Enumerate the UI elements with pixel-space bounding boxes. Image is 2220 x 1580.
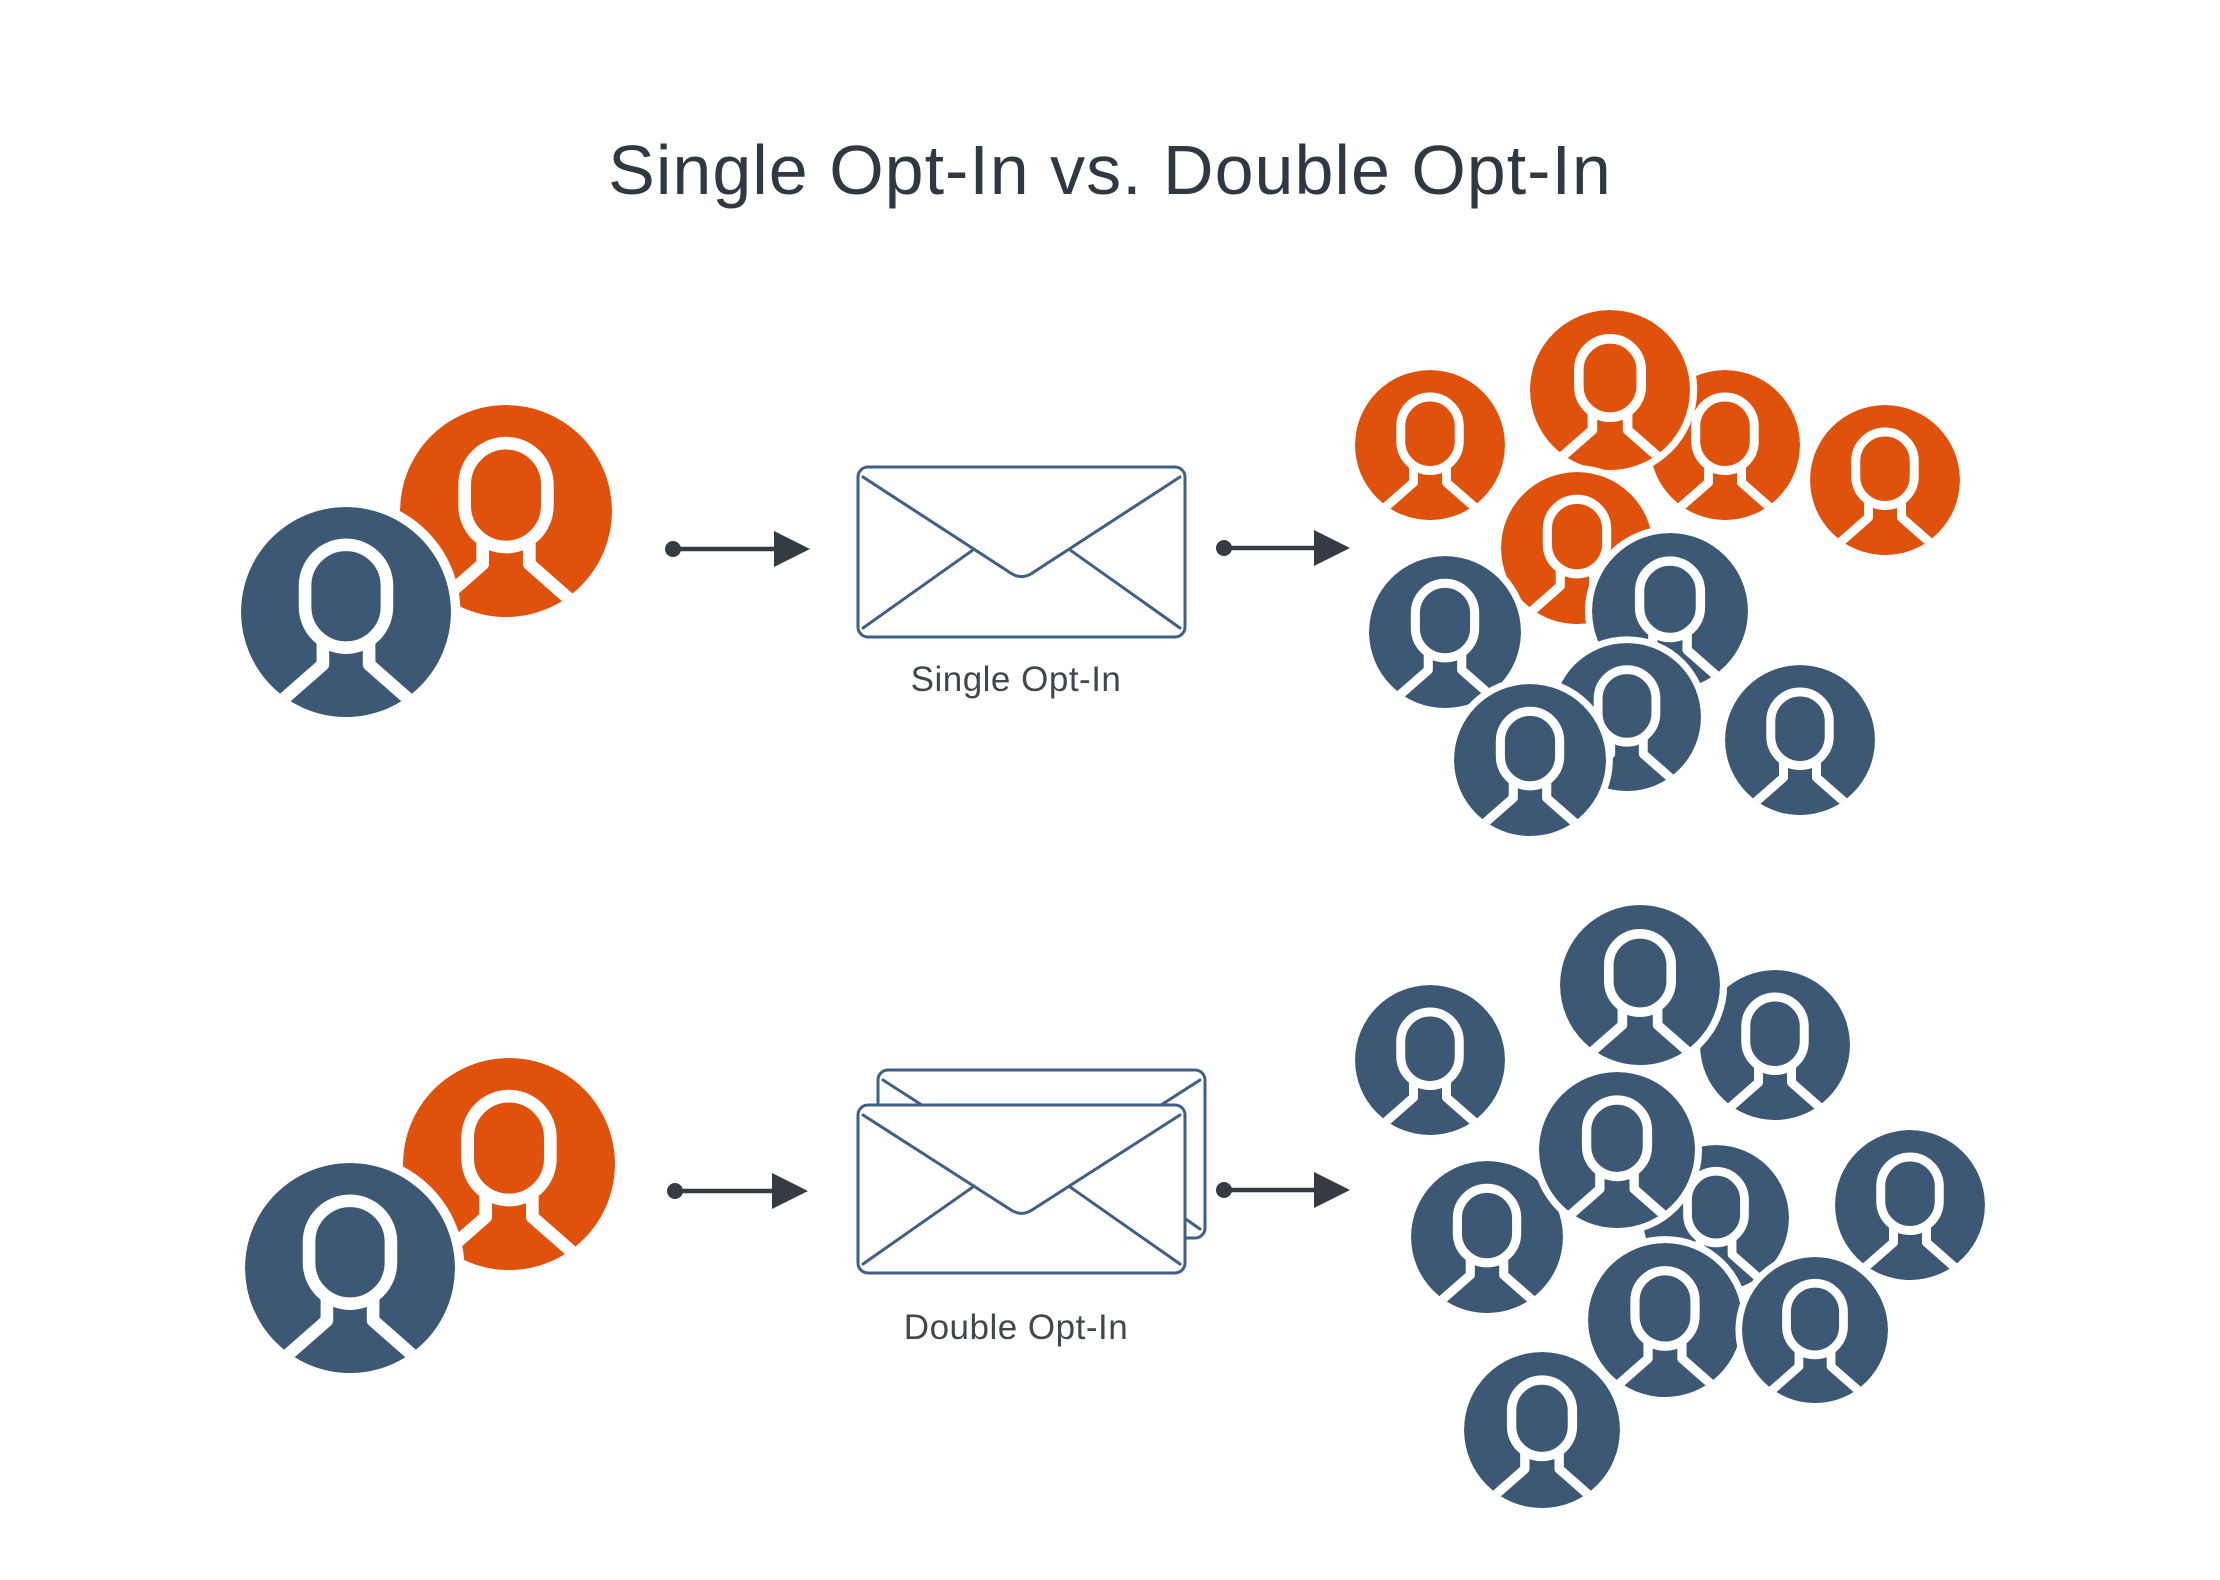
person-avatar-icon — [1404, 1154, 1570, 1320]
single-opt-in-label: Single Opt-In — [910, 660, 1122, 699]
person-avatar-icon — [1718, 658, 1882, 822]
double-opt-in-label: Double Opt-In — [903, 1308, 1129, 1347]
person-avatar-icon — [1362, 549, 1528, 715]
arrow-right-icon — [667, 1173, 808, 1209]
page-title: Single Opt-In vs. Double Opt-In — [608, 131, 1612, 209]
section-double-opt-in — [235, 897, 1992, 1516]
arrow-right-icon — [1216, 1172, 1350, 1208]
person-avatar-icon — [1581, 1236, 1749, 1404]
person-avatar-icon — [1456, 1344, 1628, 1516]
person-avatar-icon — [1803, 398, 1967, 562]
person-avatar-icon — [1828, 1123, 1992, 1287]
person-avatar-icon — [1735, 1250, 1895, 1410]
person-avatar-icon — [1522, 302, 1698, 478]
section-single-opt-in — [231, 302, 1967, 843]
person-avatar-icon — [1693, 963, 1857, 1127]
person-avatar-icon — [1447, 677, 1613, 843]
person-avatar-icon — [235, 1153, 465, 1383]
person-avatar-icon — [1348, 978, 1512, 1142]
person-avatar-icon — [1531, 1064, 1703, 1236]
person-avatar-icon — [1348, 363, 1512, 527]
person-avatar-icon — [1552, 897, 1728, 1073]
arrow-right-icon — [665, 531, 810, 567]
arrow-right-icon — [1216, 530, 1350, 566]
person-avatar-icon — [231, 497, 461, 727]
envelope-icon — [856, 465, 1187, 639]
envelope-icon — [856, 1103, 1187, 1275]
